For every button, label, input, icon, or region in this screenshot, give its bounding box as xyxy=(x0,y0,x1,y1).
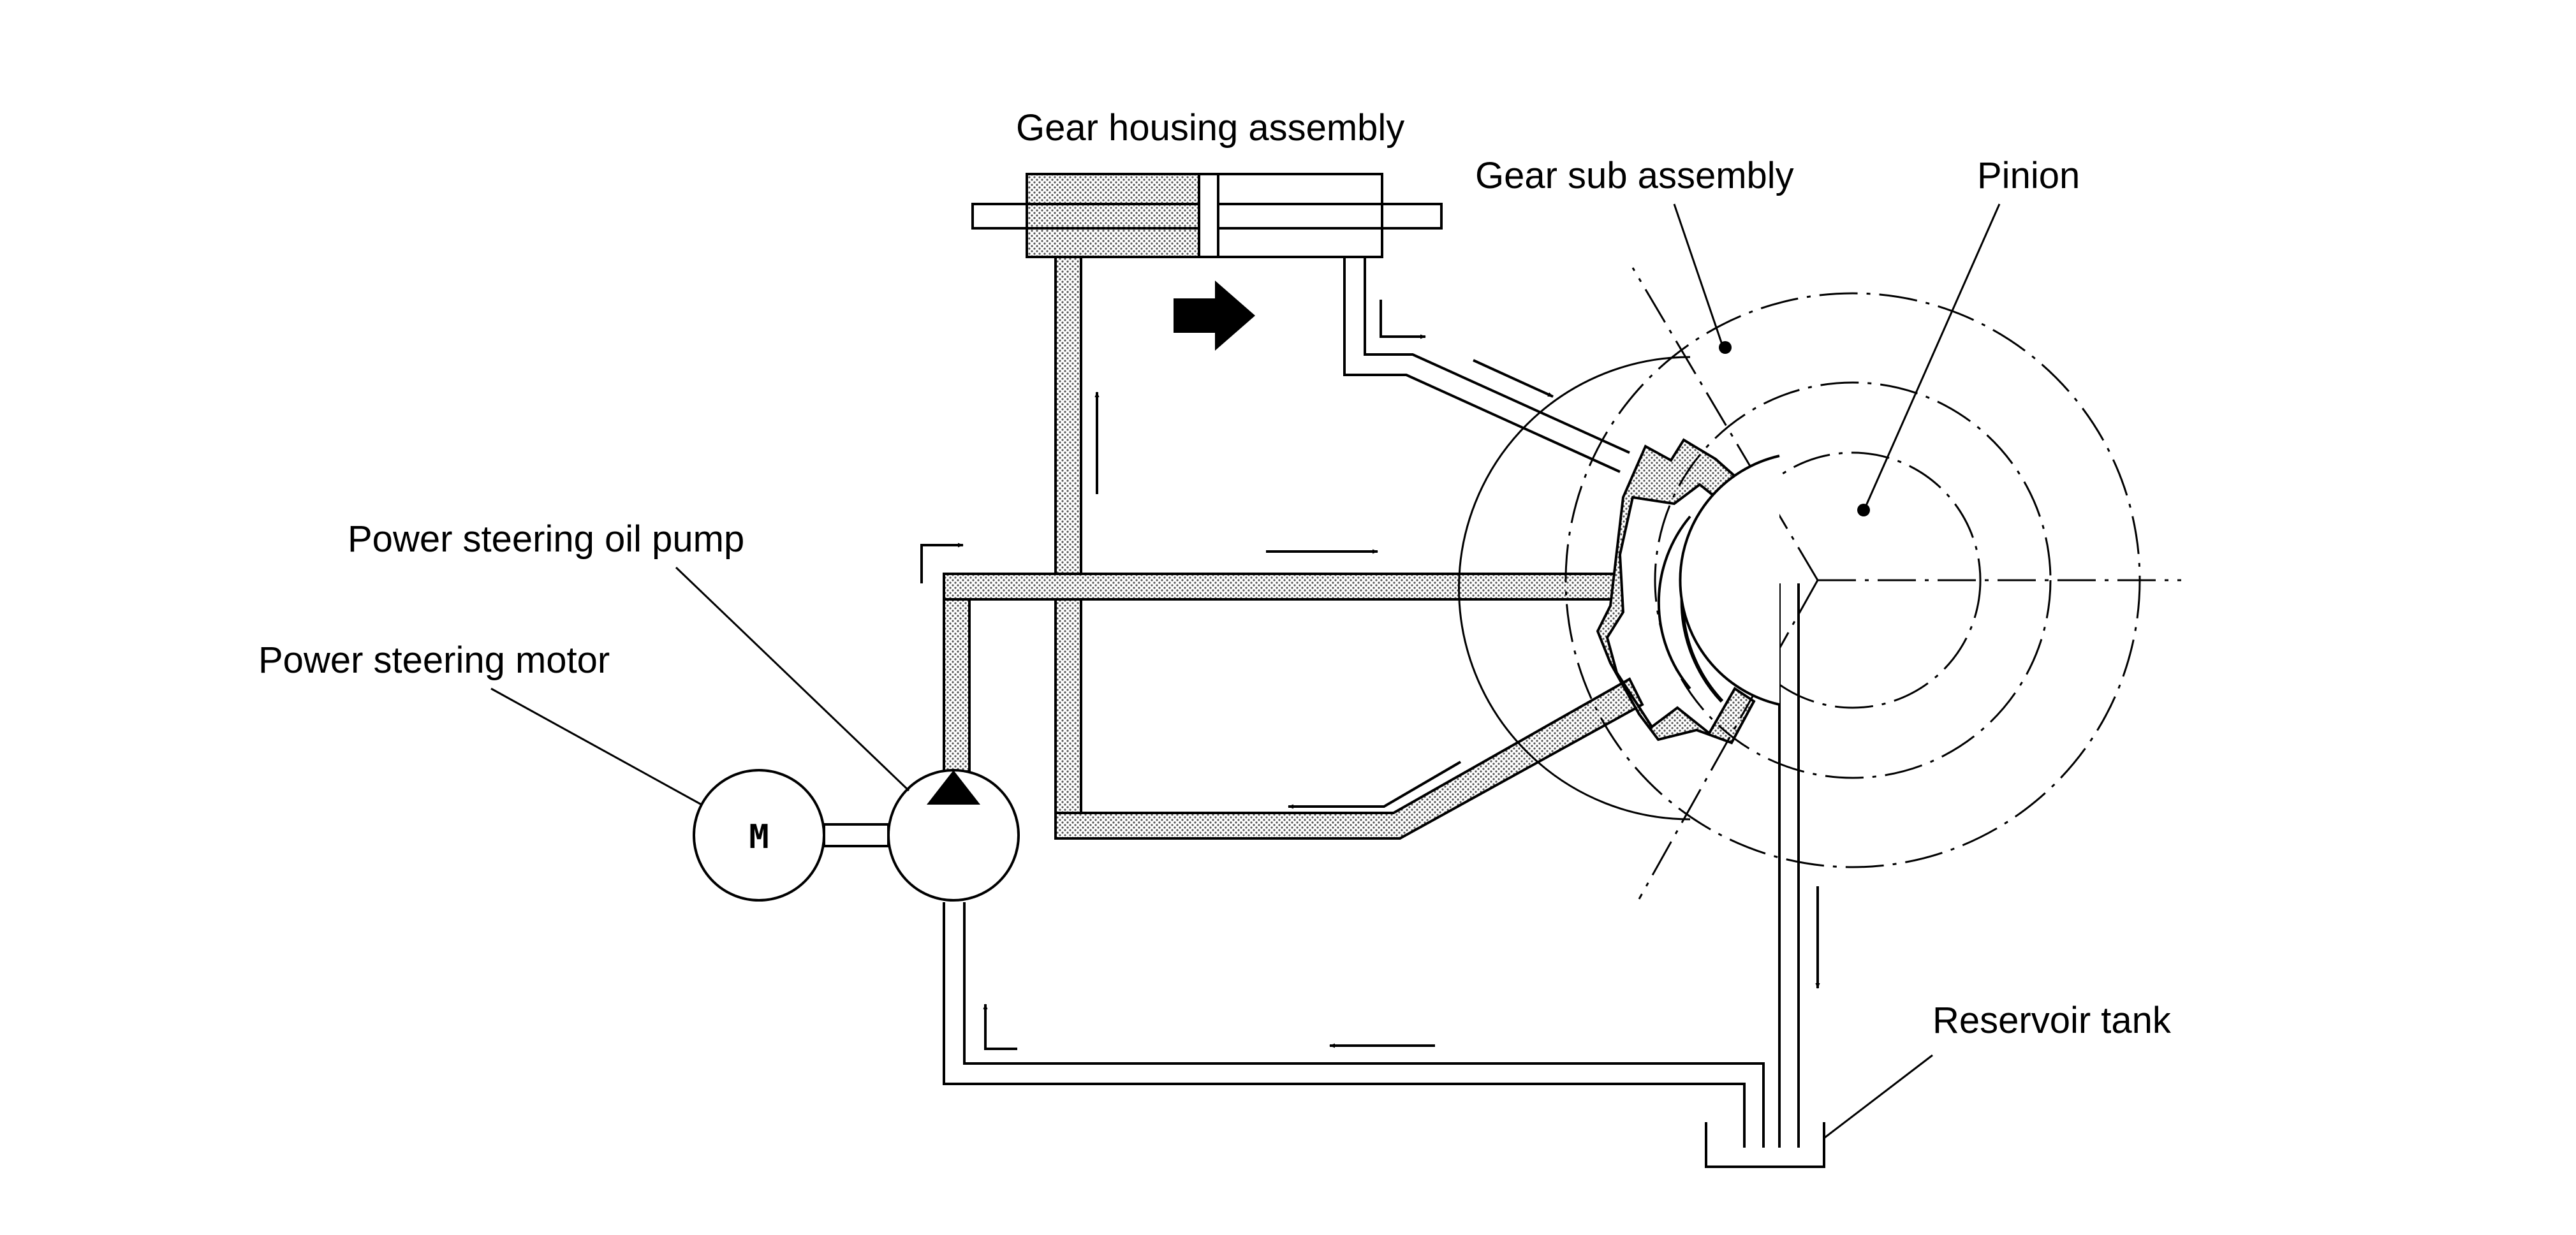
pump-triangle-icon xyxy=(927,770,980,805)
power-steering-motor: M xyxy=(693,769,890,902)
return-line-upper xyxy=(1343,257,1621,473)
pinion-bore xyxy=(1679,455,1780,706)
leader-oil-pump xyxy=(675,566,910,792)
label-gear-sub: Gear sub assembly xyxy=(1475,155,1794,196)
return-line-upper-inner xyxy=(1364,257,1630,454)
pump-outlet-vertical xyxy=(943,573,971,773)
piston-move-arrow-icon xyxy=(1174,281,1255,351)
pinion-circle-inner xyxy=(1724,451,1982,709)
leader-dot-gear-sub xyxy=(1719,341,1732,354)
labels: Gear housing assembly Gear sub assembly … xyxy=(258,107,2172,1041)
label-reservoir: Reservoir tank xyxy=(1932,1000,2172,1041)
return-chamber-line xyxy=(1054,677,1644,840)
label-gear-housing: Gear housing assembly xyxy=(1016,107,1404,149)
label-pinion: Pinion xyxy=(1977,155,2080,196)
leader-dot-pinion xyxy=(1857,504,1870,516)
flow-arrow-chamber-return xyxy=(1288,761,1462,809)
reservoir-tank xyxy=(1705,1122,1825,1168)
reservoir-return-outer xyxy=(943,902,1746,1148)
gear-housing xyxy=(971,173,1443,258)
motor-shaft xyxy=(823,823,890,847)
left-vertical-line xyxy=(1054,256,1082,840)
pinion-radial-1 xyxy=(1631,267,1819,581)
pinion-circles xyxy=(1564,267,2181,900)
leader-lines xyxy=(490,203,2001,1139)
rotor-inner-ring-2 xyxy=(1657,515,1691,690)
leader-reservoir xyxy=(1823,1054,1933,1139)
leader-gear-sub xyxy=(1673,203,1723,345)
leader-motor xyxy=(490,687,702,806)
housing-chamber-right xyxy=(1214,173,1383,258)
motor-symbol: M xyxy=(749,818,769,856)
pinion-circle-mid xyxy=(1654,381,2052,779)
leader-pinion xyxy=(1864,203,2001,508)
pressure-lines xyxy=(943,256,1644,840)
flow-arrow-diagonal xyxy=(1473,359,1554,398)
valve-outer-arc xyxy=(1458,356,1691,821)
flow-arrow-pump-inlet xyxy=(983,1004,1017,1050)
reservoir-return-inner xyxy=(963,902,1765,1148)
housing-chamber-left xyxy=(1026,173,1213,258)
label-motor: Power steering motor xyxy=(258,639,610,681)
label-oil-pump: Power steering oil pump xyxy=(348,518,744,560)
pinion-radial-2 xyxy=(1638,580,1819,900)
flow-arrows xyxy=(920,281,1820,1050)
flow-arrow-pump-outlet xyxy=(920,543,964,583)
rotor-outer xyxy=(1596,438,1756,745)
horizontal-supply-line xyxy=(943,573,1621,601)
housing-piston xyxy=(1198,173,1219,258)
flow-arrow-housing-out xyxy=(1380,300,1426,339)
